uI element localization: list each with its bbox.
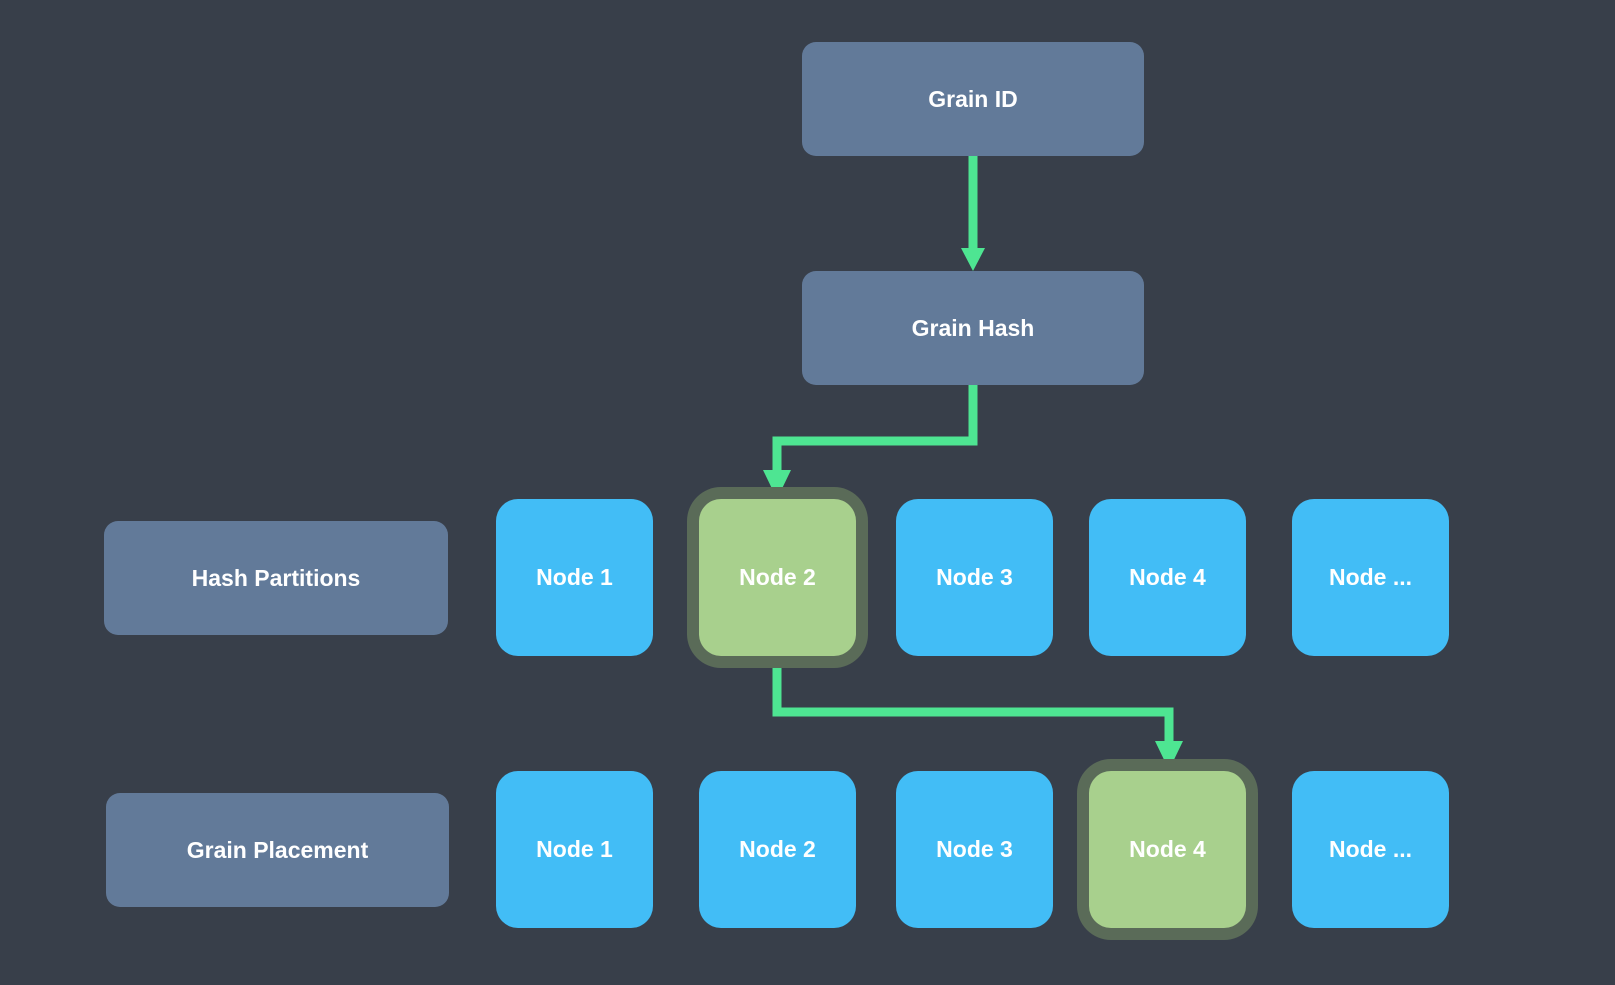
hash-partitions-label: Hash Partitions [104, 521, 448, 635]
hash-partition-node-2-selected: Node 2 [699, 499, 856, 656]
placement-node-2: Node 2 [699, 771, 856, 928]
placement-node-1: Node 1 [496, 771, 653, 928]
arrowhead-icon [961, 248, 985, 271]
grain-placement-label: Grain Placement [106, 793, 449, 907]
hash-partition-node-more: Node ... [1292, 499, 1449, 656]
grain-id-box: Grain ID [802, 42, 1144, 156]
arrowhead-icon [1155, 741, 1183, 770]
hash-partition-node-1: Node 1 [496, 499, 653, 656]
placement-node-3: Node 3 [896, 771, 1053, 928]
arrowhead-icon [763, 470, 791, 499]
placement-node-more: Node ... [1292, 771, 1449, 928]
grain-hash-box: Grain Hash [802, 271, 1144, 385]
placement-node-4-selected: Node 4 [1089, 771, 1246, 928]
arrow-hash-to-partition [772, 384, 978, 472]
hash-partition-node-3: Node 3 [896, 499, 1053, 656]
hash-partition-node-4: Node 4 [1089, 499, 1246, 656]
arrow-partition-to-placement [772, 655, 1174, 743]
